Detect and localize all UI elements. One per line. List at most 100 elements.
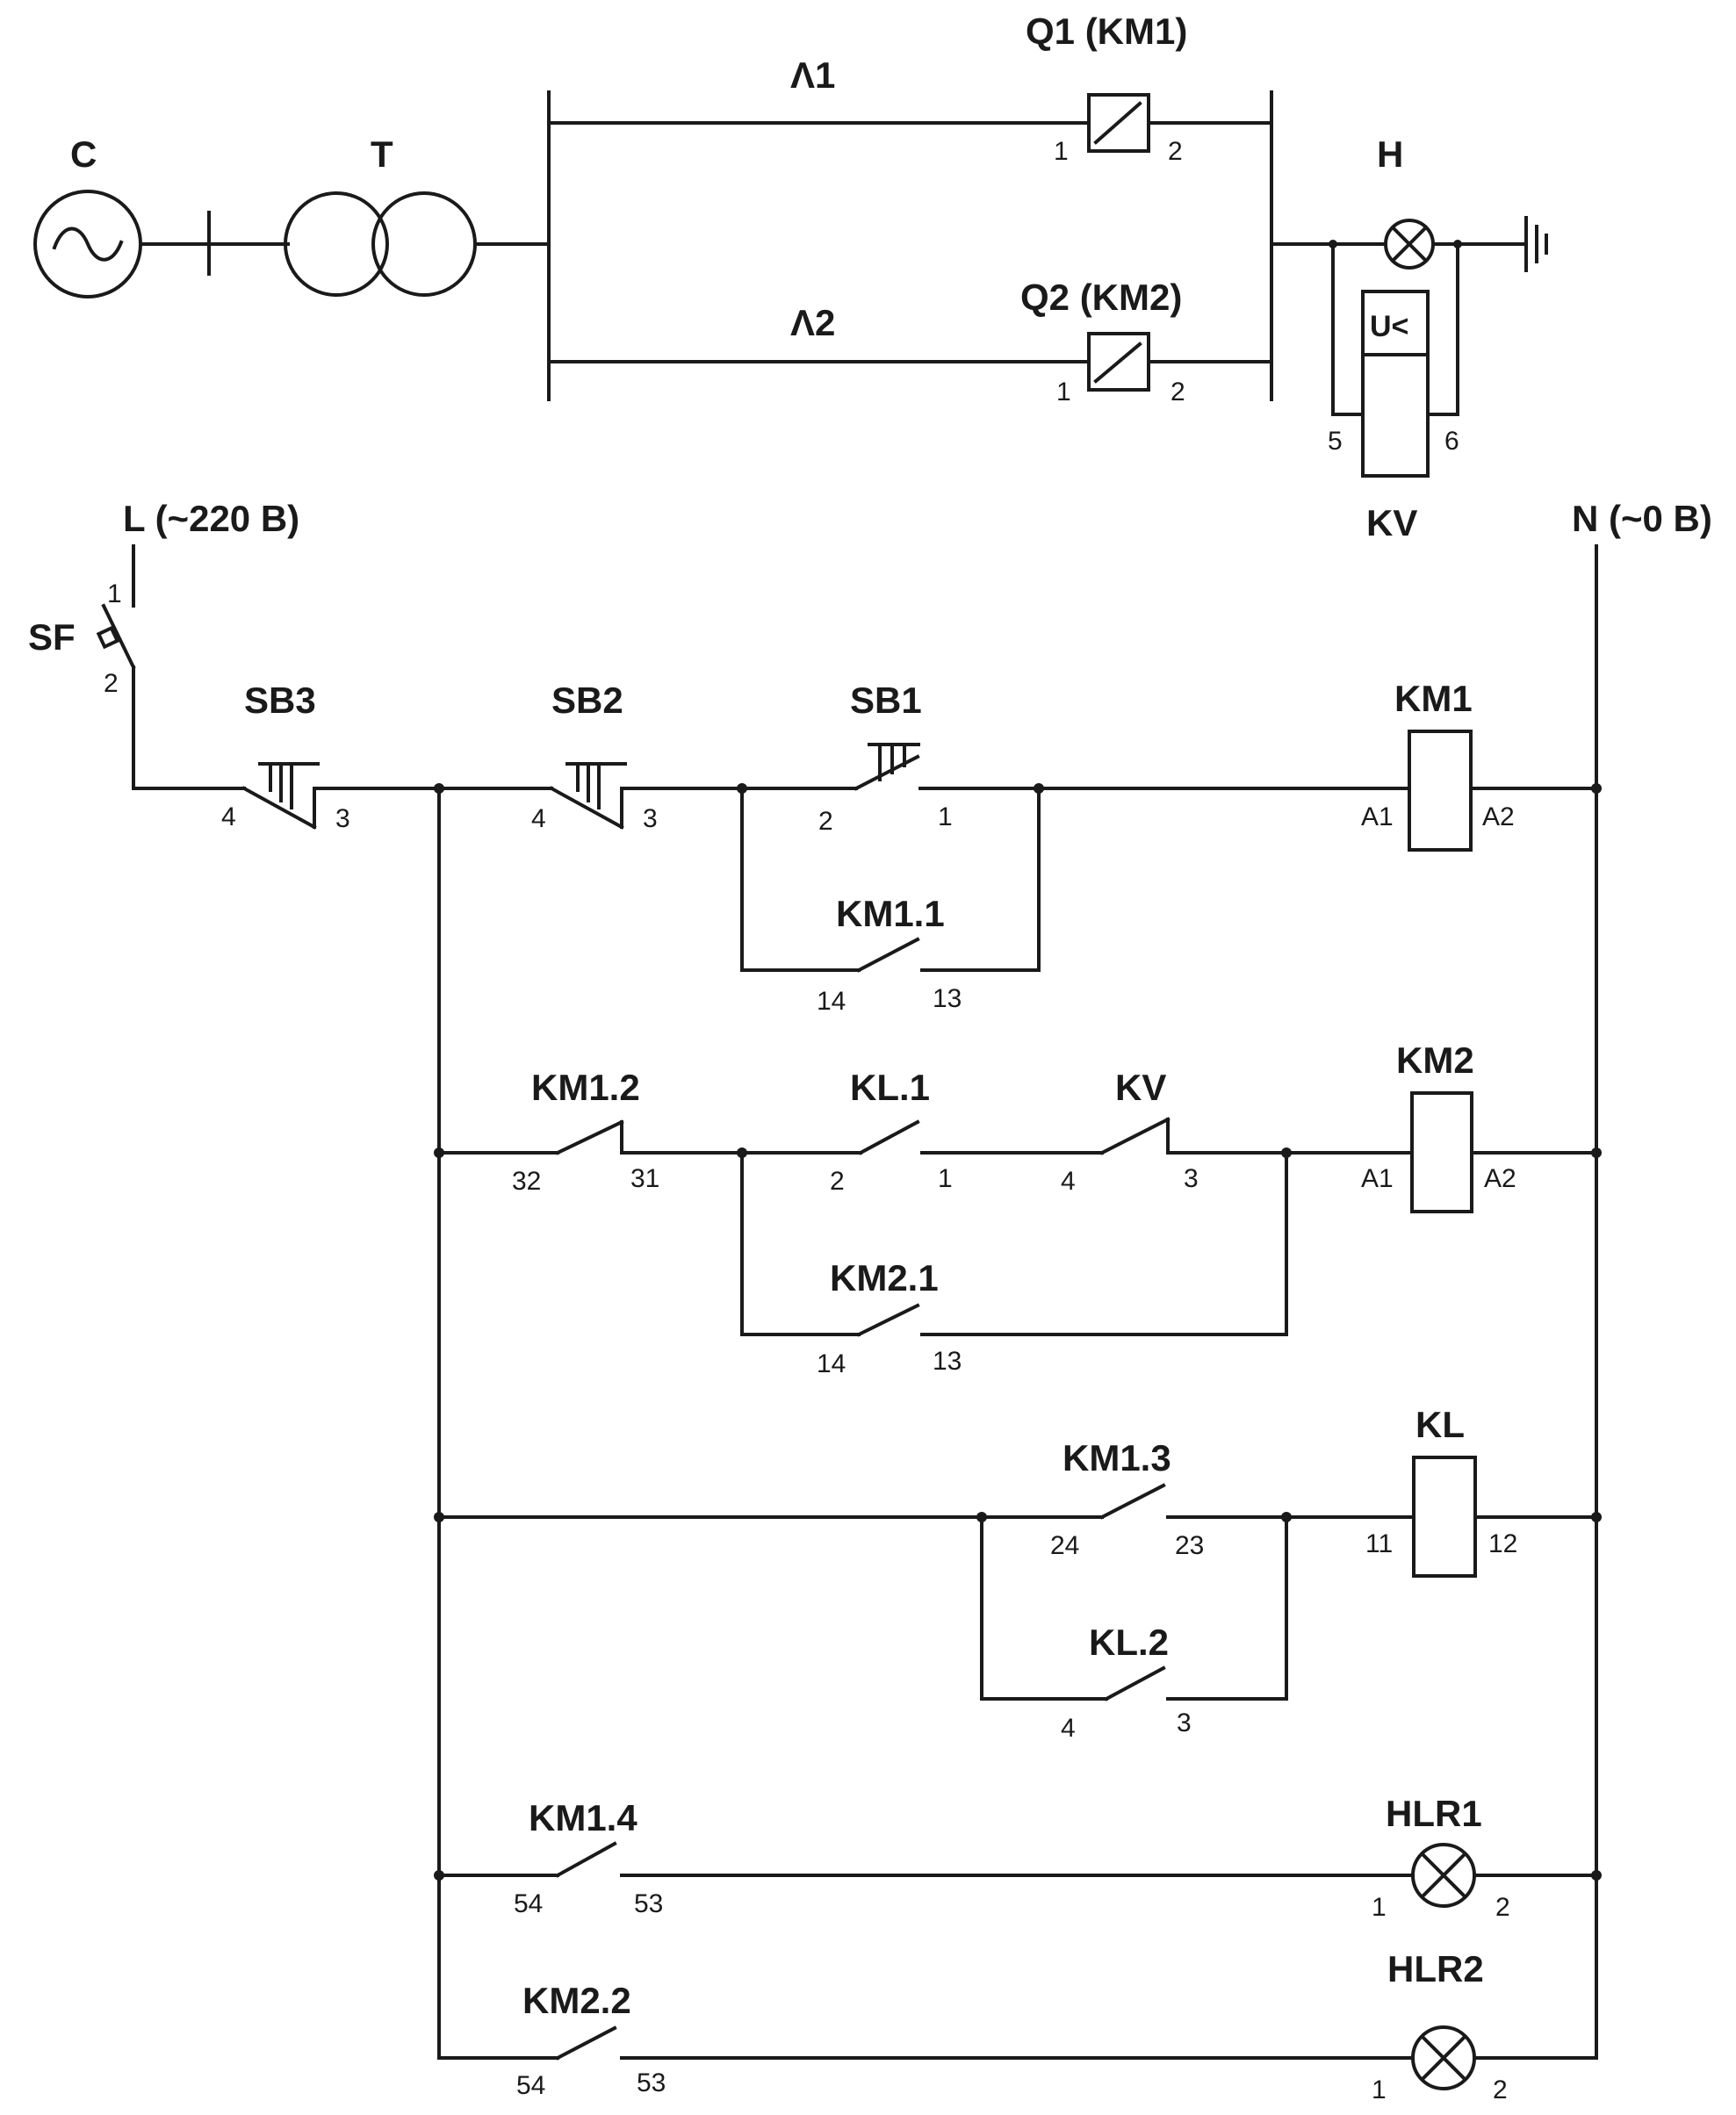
svg-text:1: 1 [1056, 378, 1071, 406]
rung-km1: SB3 4 3 SB2 4 3 [132, 678, 1602, 1016]
rung-km2: KM1.2 32 31 KL.1 2 1 KV 4 3 KM2 A1 [434, 1040, 1602, 1378]
svg-text:SB1: SB1 [850, 680, 922, 721]
power-circuit: C T Λ1 Q1 (KM1) 1 2 Λ2 Q2 (KM2) 1 2 [33, 11, 1548, 543]
svg-text:2: 2 [1493, 2075, 1508, 2104]
svg-text:A2: A2 [1484, 1164, 1516, 1193]
svg-text:KM2: KM2 [1396, 1040, 1474, 1081]
svg-text:A1: A1 [1361, 1164, 1394, 1193]
svg-text:4: 4 [221, 802, 236, 831]
svg-text:KL.1: KL.1 [850, 1067, 930, 1108]
svg-text:2: 2 [1495, 1893, 1510, 1922]
neutral-n-label: N (~0 В) [1572, 498, 1712, 539]
rung-hlr2: KM2.2 54 53 HLR2 1 2 [437, 1948, 1598, 2104]
svg-text:1: 1 [1372, 2075, 1387, 2104]
coil-km2 [1410, 1091, 1473, 1213]
svg-text:KM2.1: KM2.1 [830, 1257, 939, 1298]
svg-text:2: 2 [1171, 378, 1185, 406]
contact-kl-1 [858, 1119, 920, 1155]
q2-label: Q2 (KM2) [1020, 277, 1182, 318]
pushbutton-sb1 [854, 743, 920, 791]
svg-text:KM1.1: KM1.1 [836, 893, 945, 934]
svg-text:KL: KL [1415, 1404, 1465, 1445]
svg-text:1: 1 [1372, 1893, 1387, 1922]
svg-text:3: 3 [643, 804, 658, 833]
relay-kv-uv-block [1361, 290, 1430, 356]
svg-text:KM1.3: KM1.3 [1062, 1437, 1171, 1478]
svg-text:23: 23 [1175, 1531, 1204, 1560]
q1-label: Q1 (KM1) [1026, 11, 1187, 52]
svg-text:12: 12 [1488, 1529, 1517, 1558]
svg-text:3: 3 [335, 804, 350, 833]
svg-text:14: 14 [817, 1349, 846, 1378]
svg-text:1: 1 [938, 802, 953, 831]
generator-label: C [70, 133, 97, 175]
line2-label: Λ2 [790, 302, 835, 343]
ground-icon [1524, 216, 1548, 272]
svg-text:13: 13 [933, 1347, 962, 1376]
svg-text:4: 4 [1061, 1714, 1076, 1743]
lamp-hlr1 [1411, 1843, 1476, 1908]
pushbutton-sb2 [549, 762, 627, 830]
svg-text:KM2.2: KM2.2 [522, 1980, 631, 2021]
contact-kl-2 [1104, 1665, 1166, 1701]
svg-text:53: 53 [634, 1889, 663, 1918]
lamp-h-label: H [1377, 133, 1403, 175]
coil-kl [1412, 1456, 1477, 1578]
contact-km1-4 [555, 1841, 617, 1878]
svg-text:1: 1 [938, 1164, 953, 1193]
svg-text:1: 1 [107, 579, 122, 608]
coil-km1 [1408, 730, 1473, 852]
rung-kl: KM1.3 24 23 KL 11 12 KL.2 4 3 [434, 1404, 1602, 1743]
lamp-h [1384, 219, 1435, 270]
svg-text:54: 54 [514, 1889, 543, 1918]
svg-text:53: 53 [637, 2068, 666, 2097]
svg-text:54: 54 [516, 2071, 545, 2100]
lamp-hlr2 [1411, 2025, 1476, 2090]
svg-text:24: 24 [1050, 1531, 1079, 1560]
svg-text:KM1.4: KM1.4 [529, 1797, 637, 1838]
svg-text:2: 2 [818, 807, 833, 836]
svg-text:6: 6 [1444, 427, 1459, 456]
svg-text:SB2: SB2 [551, 680, 623, 721]
breaker-sf [96, 603, 136, 670]
svg-text:2: 2 [830, 1167, 845, 1196]
svg-text:2: 2 [1168, 137, 1183, 166]
svg-text:A2: A2 [1482, 802, 1515, 831]
svg-text:32: 32 [512, 1167, 541, 1196]
relay-kv-label: KV [1366, 502, 1417, 543]
contact-kv [1099, 1117, 1171, 1155]
svg-text:SB3: SB3 [244, 680, 316, 721]
generator-c [33, 190, 142, 299]
svg-text:14: 14 [817, 987, 846, 1016]
svg-text:HLR1: HLR1 [1386, 1793, 1482, 1834]
svg-text:KV: KV [1115, 1067, 1166, 1108]
svg-text:5: 5 [1328, 427, 1343, 456]
svg-text:3: 3 [1177, 1709, 1192, 1737]
svg-text:HLR2: HLR2 [1387, 1948, 1484, 1989]
transformer-label: T [371, 133, 393, 175]
line1-label: Λ1 [790, 54, 835, 96]
control-circuit: L (~220 В) N (~0 В) SF 1 2 [28, 498, 1712, 2104]
svg-text:4: 4 [531, 804, 546, 833]
transformer-t [284, 191, 477, 297]
svg-text:1: 1 [1054, 137, 1069, 166]
svg-text:2: 2 [104, 669, 119, 698]
svg-text:KM1: KM1 [1394, 678, 1473, 719]
svg-text:A1: A1 [1361, 802, 1394, 831]
svg-text:4: 4 [1061, 1167, 1076, 1196]
contact-km1-1 [856, 937, 920, 973]
sf-label: SF [28, 616, 76, 658]
contact-km1-2 [555, 1119, 624, 1155]
svg-text:13: 13 [933, 984, 962, 1013]
svg-text:KL.2: KL.2 [1089, 1622, 1169, 1663]
pushbutton-sb3 [241, 762, 320, 830]
contact-km2-1 [856, 1303, 920, 1337]
svg-text:11: 11 [1365, 1529, 1393, 1558]
svg-text:31: 31 [630, 1164, 659, 1193]
phase-l-label: L (~220 В) [123, 498, 299, 539]
kv-uv-symbol: U< [1370, 310, 1408, 343]
svg-text:KM1.2: KM1.2 [531, 1067, 640, 1108]
svg-text:3: 3 [1184, 1164, 1199, 1193]
contact-km2-2 [555, 2025, 617, 2061]
